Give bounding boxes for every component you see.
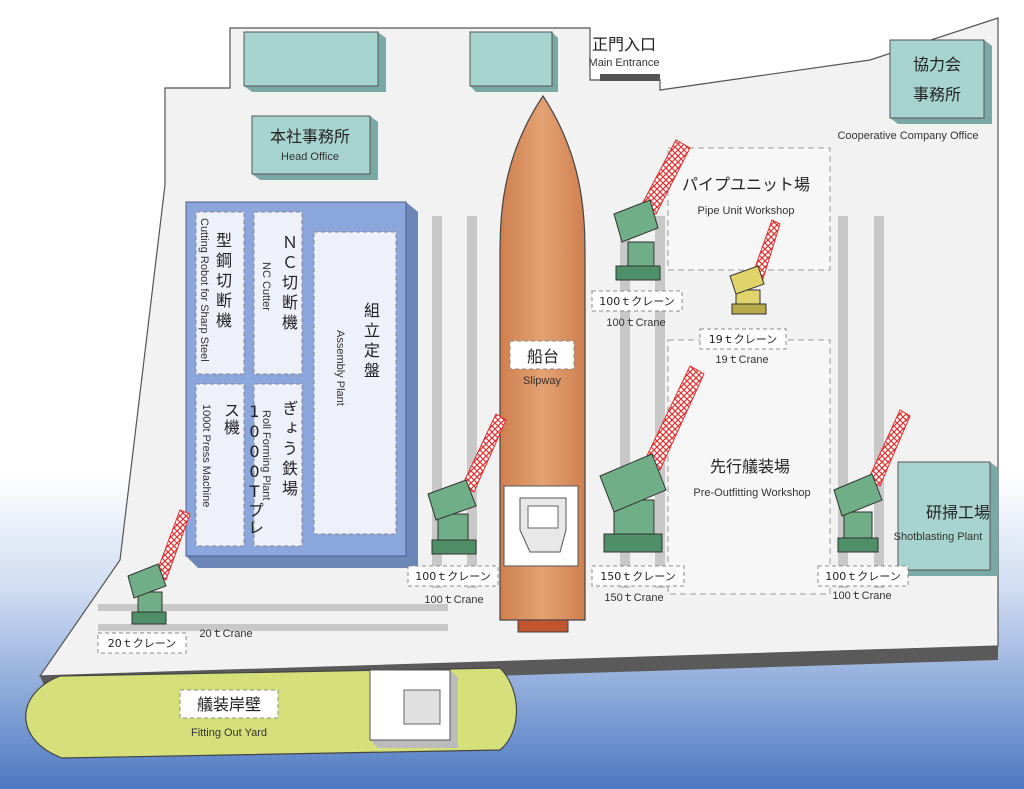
- head-office-label-en: Head Office: [281, 151, 339, 163]
- coop-office-label-en: Cooperative Company Office: [837, 130, 978, 142]
- top-building-left: [243, 31, 386, 92]
- crane-20-label-jp: 20ｔクレーン: [108, 637, 176, 650]
- assembly-label-en: Assembly Plant: [334, 330, 346, 406]
- crane-pipe-label-jp: 100ｔクレーン: [599, 295, 674, 308]
- cutting-robot-label-en: Cutting Robot for Sharp Steel: [198, 218, 210, 362]
- head-office: [251, 115, 378, 180]
- steel-plant: [185, 201, 418, 568]
- crane-19-label-en: 19ｔCrane: [715, 354, 768, 366]
- nc-cutter-area: [253, 211, 303, 375]
- assembly-label-jp: 組立定盤: [361, 302, 380, 382]
- fitting-label-jp: 艤装岸壁: [197, 695, 261, 714]
- nc-cutter-label-jp: ＮＣ切断機: [279, 234, 298, 334]
- crane-19-label-jp: 19ｔクレーン: [709, 333, 777, 346]
- press-label-en: 1000t Press Machine: [200, 404, 212, 508]
- crane-rails: [98, 216, 884, 631]
- coop-office-label-jp-2: 事務所: [913, 85, 961, 104]
- nc-cutter-label-en: NC Cutter: [260, 262, 272, 311]
- crane-20t: [127, 509, 191, 625]
- crane-slip-100t: [427, 413, 507, 555]
- roll-forming-area: [253, 383, 303, 547]
- crane-pipe-label-en: 100ｔCrane: [606, 317, 665, 329]
- crane-150-label-en: 150ｔCrane: [604, 592, 663, 604]
- crane-slip-label-en: 100ｔCrane: [424, 594, 483, 606]
- main-entrance-label-en: Main Entrance: [589, 57, 660, 69]
- crane-150-label-jp: 150ｔクレーン: [600, 570, 675, 583]
- roll-label-en: Roll Forming Plant: [260, 410, 272, 501]
- top-building-center: [469, 31, 558, 92]
- coop-office-label-jp-1: 協力会: [913, 55, 961, 74]
- roll-label-jp: ぎょう鉄場: [279, 400, 298, 500]
- crane-19t: [729, 219, 781, 315]
- slipway-label-jp: 船台: [527, 347, 559, 366]
- cooperative-office: [889, 39, 992, 124]
- shot-label-jp: 研掃工場: [926, 503, 990, 522]
- main-entrance-gate: [600, 74, 660, 81]
- head-office-label-jp: 本社事務所: [270, 127, 350, 146]
- shotblasting-plant: [897, 461, 998, 576]
- pipe-unit-workshop: [667, 147, 831, 271]
- main-entrance-label-jp: 正門入口: [592, 35, 656, 54]
- press-label-jp: 1000Tプレス機: [221, 402, 264, 536]
- shot-label-en: Shotblasting Plant: [894, 531, 983, 543]
- preout-label-jp: 先行艤装場: [710, 457, 790, 476]
- preout-label-en: Pre-Outfitting Workshop: [693, 487, 810, 499]
- crane-slip-label-jp: 100ｔクレーン: [415, 570, 490, 583]
- cutting-robot-label-jp: 型鋼切断機: [213, 232, 232, 332]
- pipe-workshop-label-en: Pipe Unit Workshop: [697, 205, 794, 217]
- crane-20-label-en: 20ｔCrane: [199, 628, 252, 640]
- crane-pipe-100t: [613, 139, 691, 281]
- crane-shot-label-en: 100ｔCrane: [832, 590, 891, 602]
- crane-shot-label-jp: 100ｔクレーン: [825, 570, 900, 583]
- pipe-workshop-label-jp: パイプユニット場: [682, 175, 810, 194]
- assembly-area: [313, 231, 397, 535]
- fitting-label-en: Fitting Out Yard: [191, 727, 267, 739]
- press-area: [195, 383, 245, 547]
- slipway-label-en: Slipway: [523, 375, 561, 387]
- cutting-robot-area: [195, 211, 245, 375]
- crane-shot-100t: [833, 409, 911, 553]
- crane-150t: [599, 365, 705, 553]
